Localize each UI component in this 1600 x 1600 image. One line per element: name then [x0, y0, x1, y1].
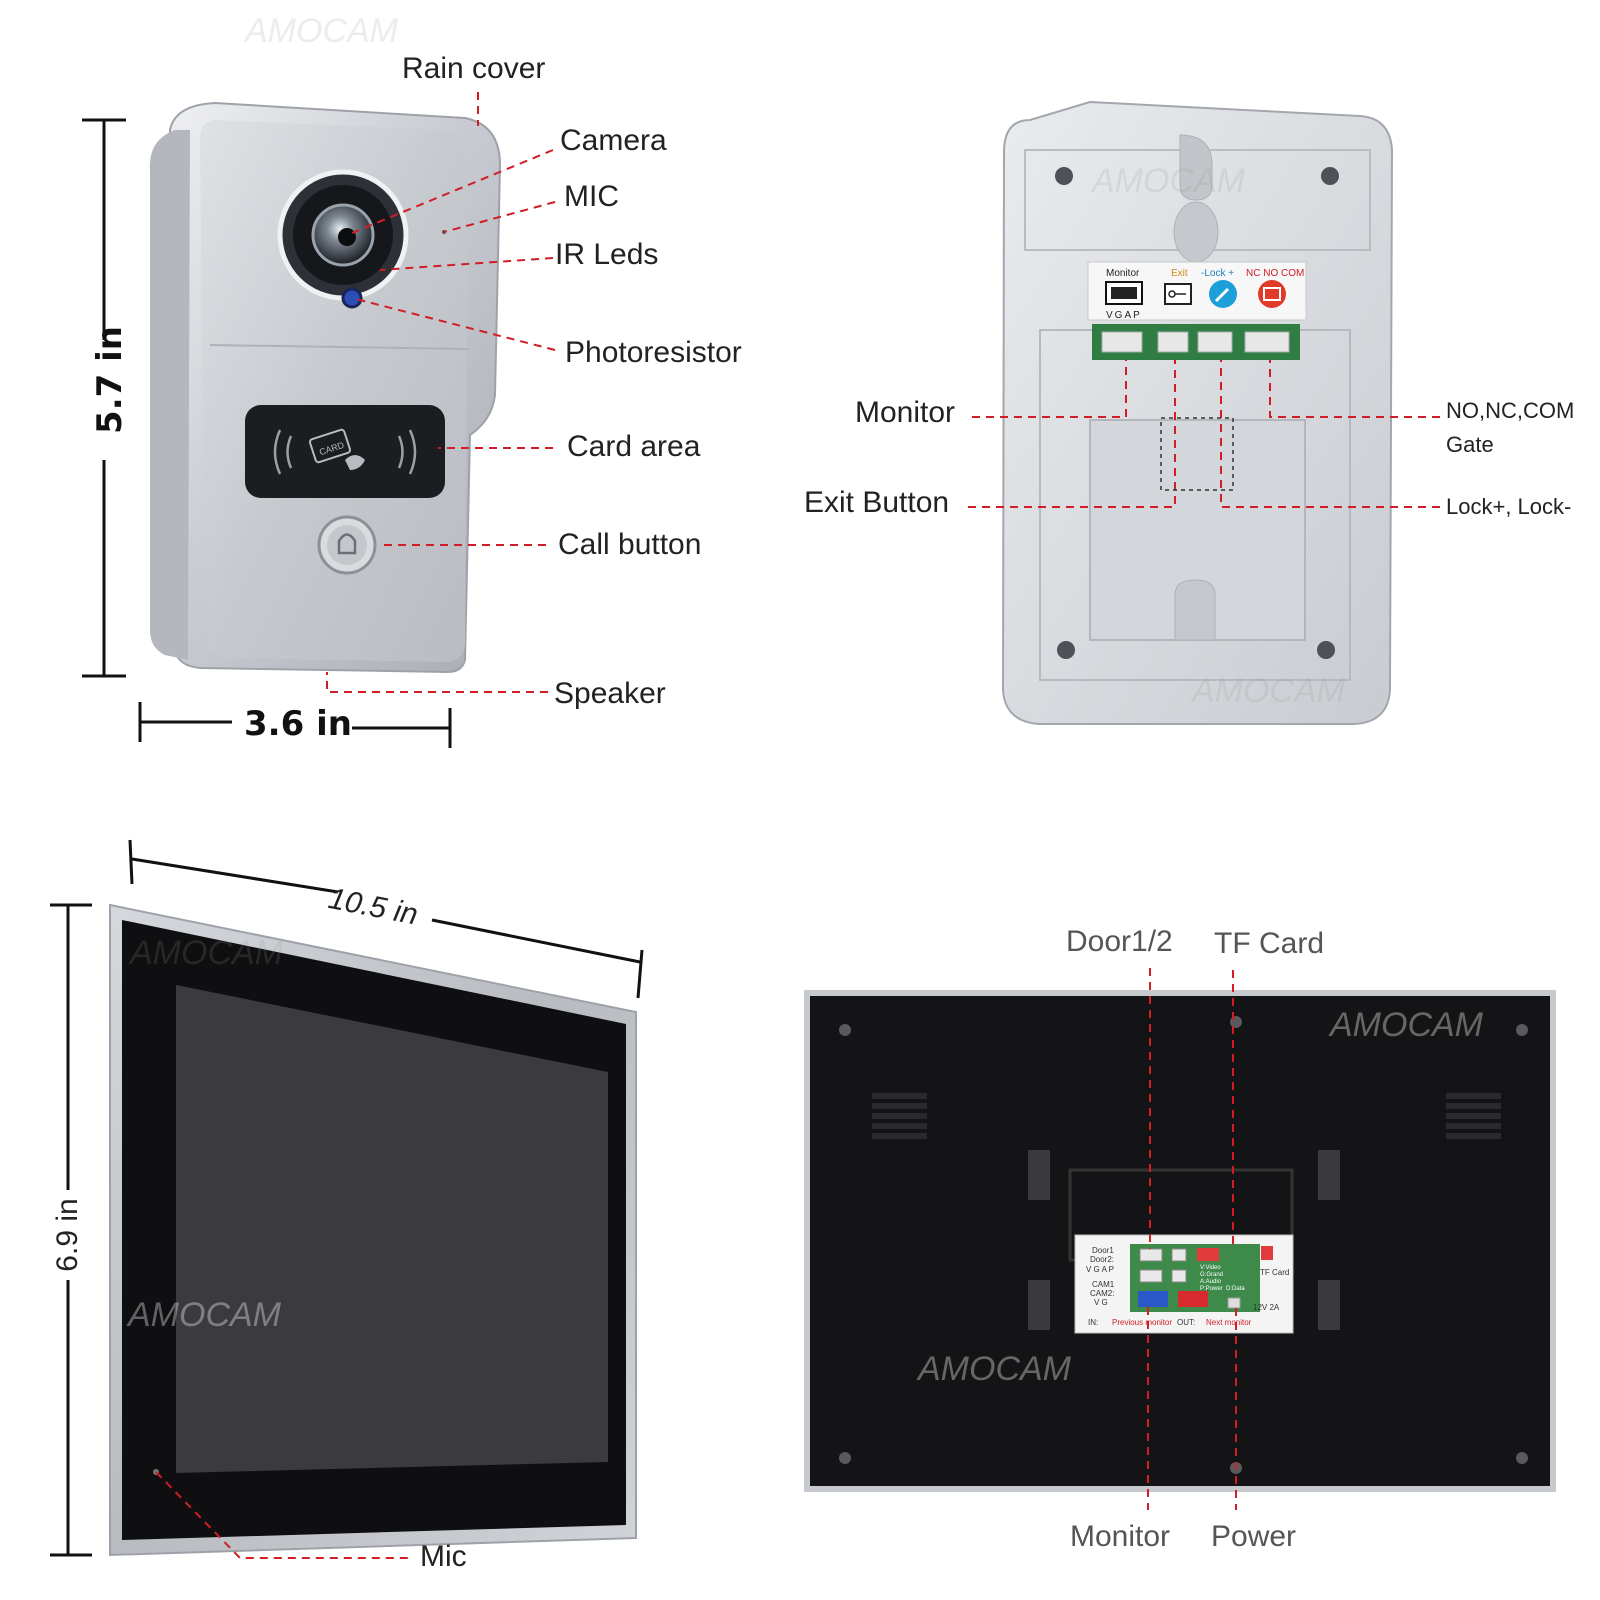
- rain-cover-label: Rain cover: [402, 52, 546, 85]
- panel-in-label: IN:: [1088, 1318, 1098, 1327]
- monitor-mic-label: Mic: [420, 1540, 467, 1573]
- door12-label: Door1/2: [1066, 925, 1173, 958]
- doorbell-front-leaders: [326, 92, 556, 693]
- call-button-label: Call button: [558, 528, 702, 561]
- camera-label: Camera: [560, 124, 667, 157]
- speaker-label: Speaker: [554, 677, 666, 710]
- tf-card-label: TF Card: [1214, 927, 1325, 960]
- terminal-label-monitor: Monitor: [1106, 268, 1140, 279]
- monitor-front: [109, 903, 637, 1557]
- doorbell-back: Monitor Exit -Lock + NC NO COM VGAP: [1001, 100, 1394, 725]
- terminal-label-vgap: VGAP: [1106, 310, 1142, 321]
- watermark: AMOCAM: [130, 934, 283, 972]
- panel-door2: Door2:: [1090, 1255, 1114, 1264]
- terminal-label-nc-no-com: NC NO COM: [1246, 268, 1304, 279]
- panel-out-label: OUT:: [1177, 1318, 1195, 1327]
- panel-a-audio: A:Audio: [1200, 1279, 1222, 1285]
- panel-tf-card: TF Card: [1260, 1268, 1289, 1277]
- watermark: AMOCAM: [1092, 162, 1245, 200]
- power-port-label: Power: [1211, 1520, 1297, 1553]
- card-area-label: Card area: [567, 430, 701, 463]
- panel-vgap: V G A P: [1086, 1265, 1114, 1274]
- panel-next-monitor: Next monitor: [1206, 1318, 1252, 1327]
- terminal-label-exit: Exit: [1171, 268, 1188, 279]
- watermark: AMOCAM: [918, 1350, 1071, 1388]
- doorbell-back-leaders: [968, 360, 1440, 508]
- doorbell-height-dimension: 5.7 in: [90, 326, 130, 434]
- panel-p-power: P:Power: [1200, 1286, 1223, 1292]
- panel-g-grand: G:Grand: [1200, 1272, 1223, 1278]
- monitor-dimension-lines: [50, 839, 644, 1557]
- panel-door1: Door1: [1092, 1246, 1114, 1255]
- lock-label: Lock+, Lock-: [1446, 494, 1572, 519]
- panel-cam1: CAM1: [1092, 1280, 1115, 1289]
- terminal-label-lock: -Lock +: [1201, 268, 1234, 279]
- mount-outline: [1160, 417, 1234, 491]
- panel-vg: V G: [1094, 1298, 1108, 1307]
- panel-d-data: D:Data: [1226, 1286, 1245, 1292]
- panel-cam2: CAM2:: [1090, 1289, 1114, 1298]
- panel-previous-monitor: Previous monitor: [1112, 1318, 1172, 1327]
- watermark: AMOCAM: [245, 12, 398, 50]
- doorbell-dimension-lines: [82, 118, 452, 748]
- gate-label: Gate: [1446, 432, 1494, 457]
- monitor-back-leaders: [1147, 968, 1237, 1510]
- watermark: AMOCAM: [128, 1296, 281, 1334]
- monitor-back: Door1 Door2: V G A P CAM1 CAM2: V G TF C…: [804, 990, 1556, 1492]
- rear-monitor-port-label: Monitor: [1070, 1520, 1171, 1553]
- doorbell-width-dimension: 3.6 in: [244, 704, 352, 744]
- monitor-height-dimension: 6.9 in: [51, 1198, 84, 1272]
- photoresistor-label: Photoresistor: [565, 336, 742, 369]
- ir-leds-label: IR Leds: [555, 238, 659, 271]
- panel-v-video: V:Video: [1200, 1265, 1221, 1271]
- watermark: AMOCAM: [1330, 1006, 1483, 1044]
- no-nc-com-label: NO,NC,COM: [1446, 398, 1575, 423]
- mic-label: MIC: [564, 180, 619, 213]
- exit-button-label: Exit Button: [804, 486, 950, 519]
- back-monitor-label: Monitor: [855, 396, 956, 429]
- panel-power-spec: 12V 2A: [1253, 1303, 1280, 1312]
- watermark: AMOCAM: [1192, 672, 1345, 710]
- doorbell-front: CARD: [149, 101, 502, 674]
